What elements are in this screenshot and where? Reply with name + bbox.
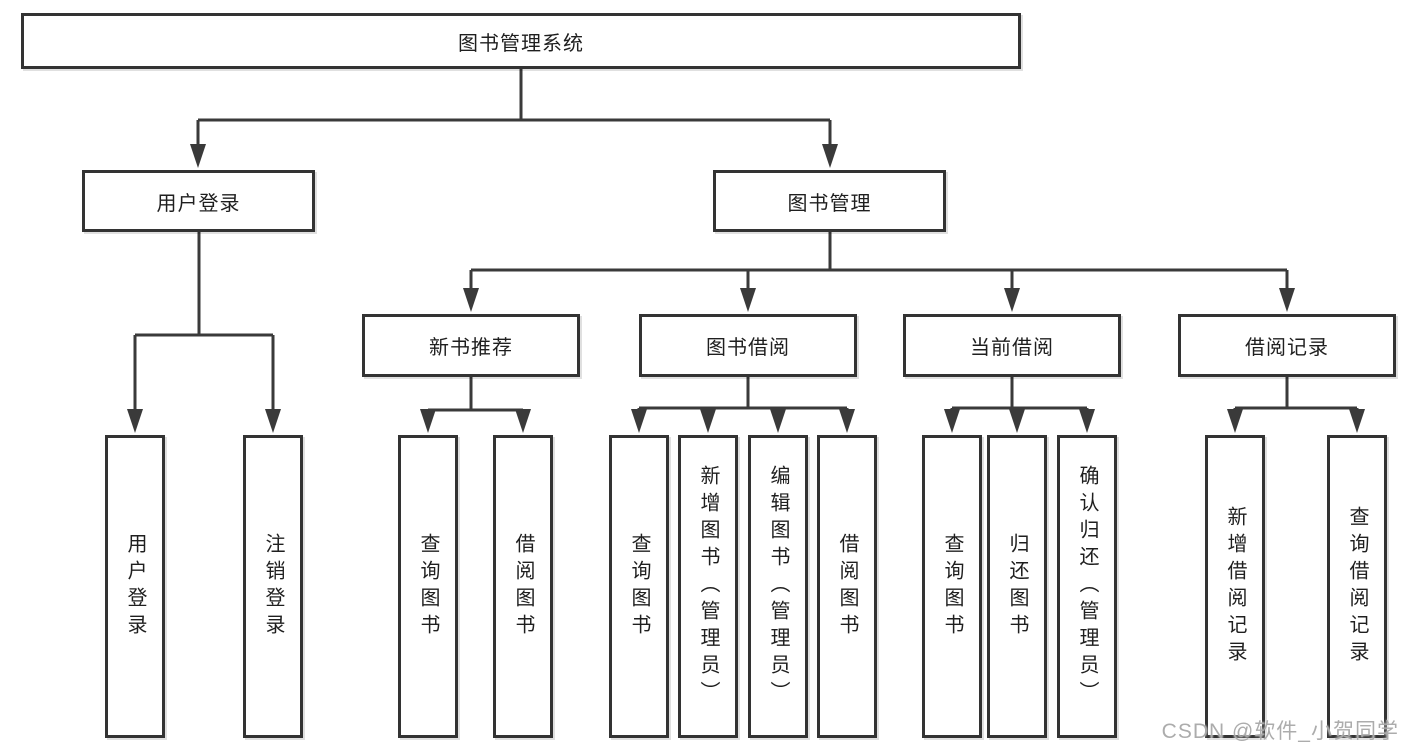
leaf-box-edit-books-admin: 编辑图书（管理员） [748, 435, 808, 738]
leaf-label-borrow-books-2: 借阅图书 [836, 532, 858, 641]
node-box-book-management: 图书管理 [713, 170, 946, 232]
leaf-label-query-borrow-record: 查询借阅记录 [1346, 505, 1368, 668]
leaf-box-logout: 注销登录 [243, 435, 303, 738]
leaf-label-add-borrow-record: 新增借阅记录 [1224, 505, 1246, 668]
node-label-current-borrow: 当前借阅 [970, 337, 1054, 359]
node-box-book-borrow: 图书借阅 [639, 314, 857, 377]
node-label-borrow-records: 借阅记录 [1245, 337, 1329, 359]
leaf-box-return-books: 归还图书 [987, 435, 1047, 738]
node-label-book-management: 图书管理 [787, 192, 872, 215]
node-box-new-book-recommend: 新书推荐 [362, 314, 580, 377]
leaf-label-logout: 注销登录 [262, 532, 284, 641]
leaf-box-query-books-3: 查询图书 [922, 435, 982, 738]
leaf-box-query-borrow-record: 查询借阅记录 [1327, 435, 1387, 738]
watermark-text: CSDN @软件_小贺同学 [1161, 720, 1399, 743]
connector-arrowheads [127, 144, 1365, 433]
node-label-book-borrow: 图书借阅 [706, 337, 790, 359]
node-box-borrow-records: 借阅记录 [1178, 314, 1396, 377]
leaf-label-query-books-2: 查询图书 [628, 532, 650, 641]
leaf-box-user-login: 用户登录 [105, 435, 165, 738]
leaf-box-borrow-books-2: 借阅图书 [817, 435, 877, 738]
leaf-box-confirm-return-admin: 确认归还（管理员） [1057, 435, 1117, 738]
node-box-user-login: 用户登录 [82, 170, 315, 232]
node-label-user-login: 用户登录 [156, 192, 241, 215]
node-label-root: 图书管理系统 [458, 32, 584, 55]
leaf-label-confirm-return-admin: 确认归还（管理员） [1076, 465, 1098, 708]
leaf-box-add-books-admin: 新增图书（管理员） [678, 435, 738, 738]
leaf-label-return-books: 归还图书 [1006, 532, 1028, 641]
leaf-label-query-books-1: 查询图书 [417, 532, 439, 641]
node-box-root: 图书管理系统 [21, 13, 1021, 69]
leaf-label-edit-books-admin: 编辑图书（管理员） [767, 465, 789, 708]
leaf-box-borrow-books-1: 借阅图书 [493, 435, 553, 738]
node-label-new-book-recommend: 新书推荐 [429, 337, 513, 359]
node-box-current-borrow: 当前借阅 [903, 314, 1121, 377]
leaf-box-add-borrow-record: 新增借阅记录 [1205, 435, 1265, 738]
leaf-box-query-books-1: 查询图书 [398, 435, 458, 738]
leaf-label-query-books-3: 查询图书 [941, 532, 963, 641]
leaf-box-query-books-2: 查询图书 [609, 435, 669, 738]
leaf-label-borrow-books-1: 借阅图书 [512, 532, 534, 641]
connector-edges [133, 69, 1359, 416]
leaf-label-add-books-admin: 新增图书（管理员） [697, 465, 719, 708]
leaf-label-user-login: 用户登录 [124, 532, 146, 641]
